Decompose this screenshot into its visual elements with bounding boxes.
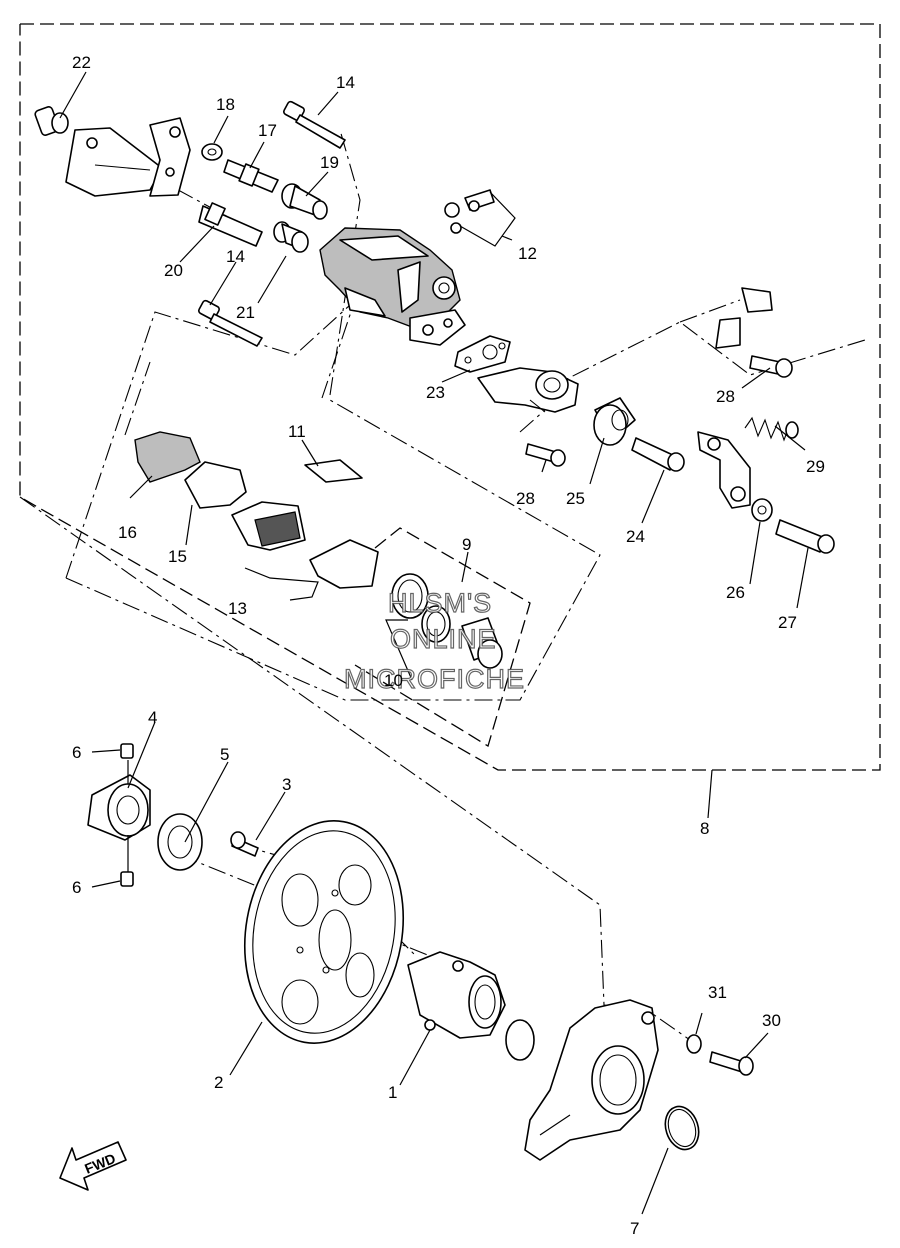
callout-8: 8 xyxy=(700,819,709,838)
callout-20: 20 xyxy=(164,261,183,280)
callout-17: 17 xyxy=(258,121,277,140)
shim-15 xyxy=(184,461,247,509)
callout-25: 25 xyxy=(566,489,585,508)
pin-20 xyxy=(198,202,263,247)
bolt-3 xyxy=(230,831,259,857)
fitting-24 xyxy=(631,437,685,472)
ring-7 xyxy=(664,1105,700,1151)
master-cylinder xyxy=(477,367,579,413)
callout-16: 16 xyxy=(118,523,137,542)
shim-16 xyxy=(134,431,201,483)
watermark: HLSM'S ONLINE MICROFICHE xyxy=(343,587,525,694)
pin-22 xyxy=(34,106,69,136)
bleeder-screw-17 xyxy=(223,159,279,193)
nut-26 xyxy=(751,498,773,522)
pad-group-boundary xyxy=(354,527,531,747)
callout-4: 4 xyxy=(148,708,157,727)
watermark-line-3: MICROFICHE xyxy=(344,664,525,694)
callout-31: 31 xyxy=(708,983,727,1002)
pin-14-upper xyxy=(283,100,346,149)
callout-21: 21 xyxy=(236,303,255,322)
washer-31 xyxy=(686,1034,702,1054)
callout-15: 15 xyxy=(168,547,187,566)
caliper-body xyxy=(319,227,466,346)
caliper-bracket-plates xyxy=(65,117,191,197)
caliper-holder xyxy=(524,999,659,1161)
callout-22: 22 xyxy=(72,53,91,72)
bolt-27 xyxy=(775,519,835,554)
pedal-arm xyxy=(697,431,751,509)
o-ring xyxy=(505,1019,535,1061)
callout-28-lower: 28 xyxy=(516,489,535,508)
set-screw-6-upper xyxy=(120,743,134,759)
callout-1: 1 xyxy=(388,1083,397,1102)
watermark-line-1: HLSM'S xyxy=(388,588,492,618)
callout-19: 19 xyxy=(320,153,339,172)
caliper-assembly-boundary xyxy=(19,23,881,771)
callout-7: 7 xyxy=(630,1219,639,1238)
callout-2: 2 xyxy=(214,1073,223,1092)
hub-1 xyxy=(407,951,506,1039)
pin-14-lower xyxy=(198,299,263,347)
callout-24: 24 xyxy=(626,527,645,546)
callout-labels: 22 18 14 17 19 20 14 21 12 23 28 29 28 2… xyxy=(72,53,825,1238)
axle-nut-4 xyxy=(87,774,151,841)
callout-26: 26 xyxy=(726,583,745,602)
bushing-25 xyxy=(593,397,636,446)
callout-29: 29 xyxy=(806,457,825,476)
callout-14-lower: 14 xyxy=(226,247,245,266)
callout-18: 18 xyxy=(216,95,235,114)
callout-9: 9 xyxy=(462,535,471,554)
callout-10: 10 xyxy=(384,671,403,690)
callout-6-lower: 6 xyxy=(72,878,81,897)
gasket-23 xyxy=(454,335,511,373)
lever-bracket xyxy=(715,287,793,378)
bolt-28-lower xyxy=(525,443,566,467)
bleeder-set-12 xyxy=(444,189,495,234)
fwd-arrow: FWD xyxy=(59,1141,127,1191)
washer-18 xyxy=(201,143,223,161)
boot-21 xyxy=(273,221,309,253)
callout-28-upper: 28 xyxy=(716,387,735,406)
callout-3: 3 xyxy=(282,775,291,794)
piston-seals-9-10 xyxy=(391,573,503,669)
fwd-label: FWD xyxy=(82,1150,118,1177)
callout-11: 11 xyxy=(288,422,306,441)
brake-disc-2 xyxy=(243,820,405,1044)
callout-14-upper: 14 xyxy=(336,73,355,92)
set-screw-6-lower xyxy=(120,871,134,887)
callout-12: 12 xyxy=(518,244,537,263)
clip-11 xyxy=(304,459,363,483)
callout-27: 27 xyxy=(778,613,797,632)
brake-pads-13 xyxy=(231,501,379,589)
callout-13: 13 xyxy=(228,599,247,618)
washer-5 xyxy=(157,813,203,871)
slide-pin-19 xyxy=(281,183,328,220)
watermark-line-2: ONLINE xyxy=(390,624,497,654)
callout-23: 23 xyxy=(426,383,445,402)
callout-30: 30 xyxy=(762,1011,781,1030)
callout-6-upper: 6 xyxy=(72,743,81,762)
spring-29 xyxy=(744,416,799,442)
leader-lines xyxy=(59,71,809,1215)
callout-5: 5 xyxy=(220,745,229,764)
